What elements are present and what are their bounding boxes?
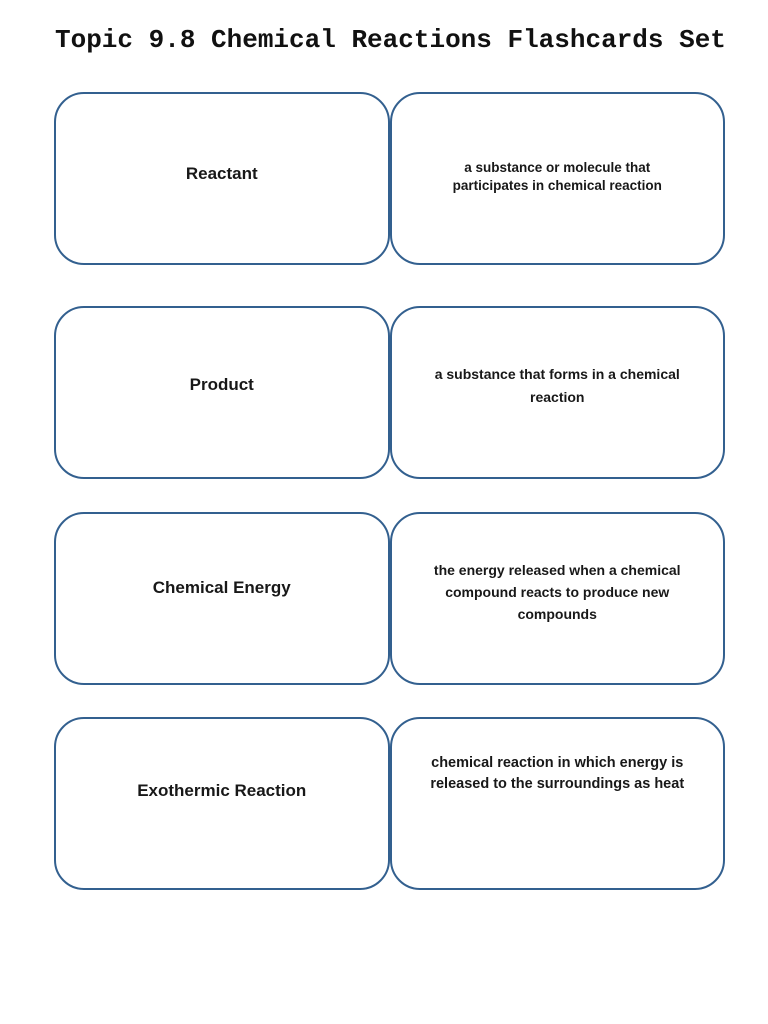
term-text: Chemical Energy	[152, 577, 291, 597]
flashcard-row: Reactant a substance or molecule that pa…	[54, 92, 725, 265]
term-text: Product	[189, 374, 254, 394]
definition-text: a substance that forms in a chemical rea…	[434, 365, 680, 405]
flashcard-row: Product a substance that forms in a chem…	[54, 306, 725, 479]
flashcard-definition-card: the energy released when a chemical comp…	[389, 512, 725, 685]
flashcard-row: Exothermic Reaction chemical reaction in…	[54, 717, 725, 890]
term-text: Exothermic Reaction	[137, 780, 307, 800]
flashcard-definition-card: a substance or molecule that participate…	[389, 92, 725, 265]
flashcard-row: Chemical Energy the energy released when…	[54, 512, 725, 685]
flashcard-term-card: Exothermic Reaction	[54, 717, 390, 890]
definition-text: a substance or molecule that participate…	[452, 160, 662, 193]
definition-text: chemical reaction in which energy is rel…	[430, 754, 685, 792]
page-title: Topic 9.8 Chemical Reactions Flashcards …	[55, 25, 726, 55]
flashcard-definition-card: a substance that forms in a chemical rea…	[389, 306, 725, 479]
flashcard-definition-card: chemical reaction in which energy is rel…	[389, 717, 725, 890]
definition-text: the energy released when a chemical comp…	[433, 561, 681, 622]
flashcard-term-card: Product	[54, 306, 390, 479]
flashcard-term-card: Reactant	[54, 92, 390, 265]
flashcards-grid: Reactant a substance or molecule that pa…	[54, 92, 725, 890]
flashcard-term-card: Chemical Energy	[54, 512, 390, 685]
term-text: Reactant	[185, 163, 258, 183]
